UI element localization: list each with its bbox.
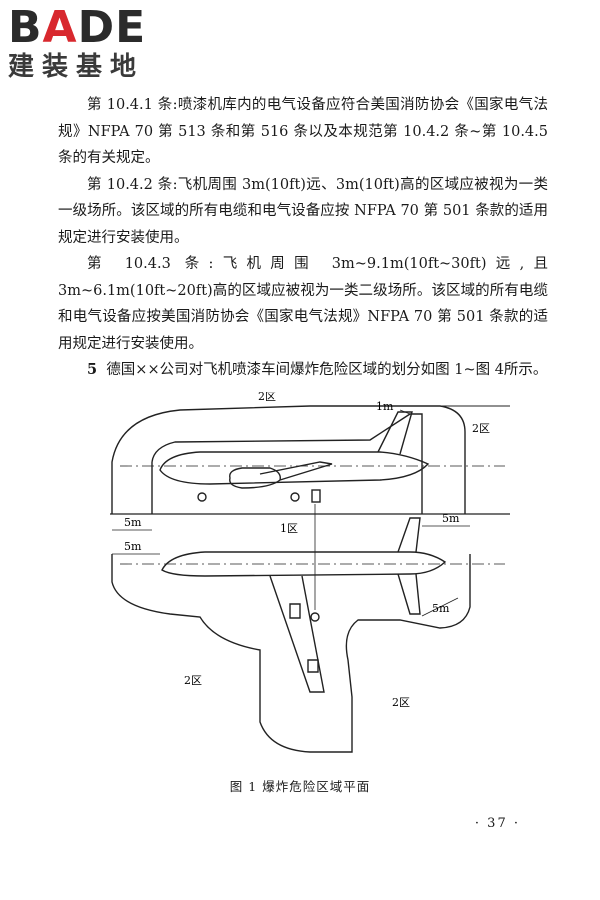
zone1-boundary [151,413,423,514]
label-zone2-bottom: 2区 [392,696,410,709]
dim-5m-tail-arrow [421,597,459,617]
zone2-boundary-lower [111,554,471,753]
section-number: 5 [87,361,98,378]
reference-point-2 [290,492,300,502]
aircraft-plan-engine-2 [307,659,319,673]
aircraft-side-tail [377,411,413,455]
label-zone2-left: 2区 [184,674,202,687]
paragraph-10-4-3: 第 10.4.3 条:飞机周围 3m~9.1m(10ft~30ft)远,且 3m… [58,256,548,352]
reference-point-3 [310,612,320,622]
brand-chinese-name: 建装基地 [8,52,145,82]
label-zone2-top: 2区 [258,392,276,403]
aircraft-side-fuselage [159,451,430,485]
aircraft-plan-tail-lower [397,573,421,615]
label-dim-1m: 1m [376,400,394,413]
aircraft-side-wing [259,461,333,481]
hazard-zone-figure: 2区 2区 2区 2区 1区 1m 5m 5m 5m 5m [110,392,510,762]
figure-caption: 图 1 爆炸危险区域平面 [229,779,371,794]
aircraft-plan-tail-upper [397,517,421,553]
brand-logo: BADE 建装基地 [8,4,178,84]
paragraph-10-4-1: 第 10.4.1 条:喷漆机库内的电气设备应符合美国消防协会《国家电气法规》NF… [58,97,548,166]
section-text: 德国××公司对飞机喷漆车间爆炸危险区域的划分如图 1~图 4所示。 [106,362,548,378]
hazard-zone-plan-drawing: 2区 2区 2区 2区 1区 1m 5m 5m 5m 5m [110,392,510,753]
aircraft-plan-fuselage [161,551,447,577]
aircraft-plan-engine-1 [289,603,301,619]
section-5-heading: 5 德国××公司对飞机喷漆车间爆炸危险区域的划分如图 1~图 4所示。 [58,357,548,384]
label-dim-5m-left: 5m [124,516,142,529]
label-zone2-right: 2区 [472,422,490,435]
label-dim-5m-left-plan: 5m [124,540,142,553]
label-dim-5m-tail: 5m [432,602,450,615]
brand-wordmark: BADE [8,2,147,53]
label-dim-5m-right: 5m [442,512,460,525]
page-number: · 37 · [474,816,520,831]
dim-1m-leader [399,409,411,415]
equipment-marker [311,489,321,503]
reference-point-1 [197,492,207,502]
zone2-boundary-upper [111,405,466,514]
paragraph-10-4-2: 第 10.4.2 条:飞机周围 3m(10ft)远、3m(10ft)高的区域应被… [58,176,548,246]
aircraft-plan-wing [269,575,325,693]
body-text: 第 10.4.1 条:喷漆机库内的电气设备应符合美国消防协会《国家电气法规》NF… [58,92,548,384]
label-zone1: 1区 [280,522,298,535]
